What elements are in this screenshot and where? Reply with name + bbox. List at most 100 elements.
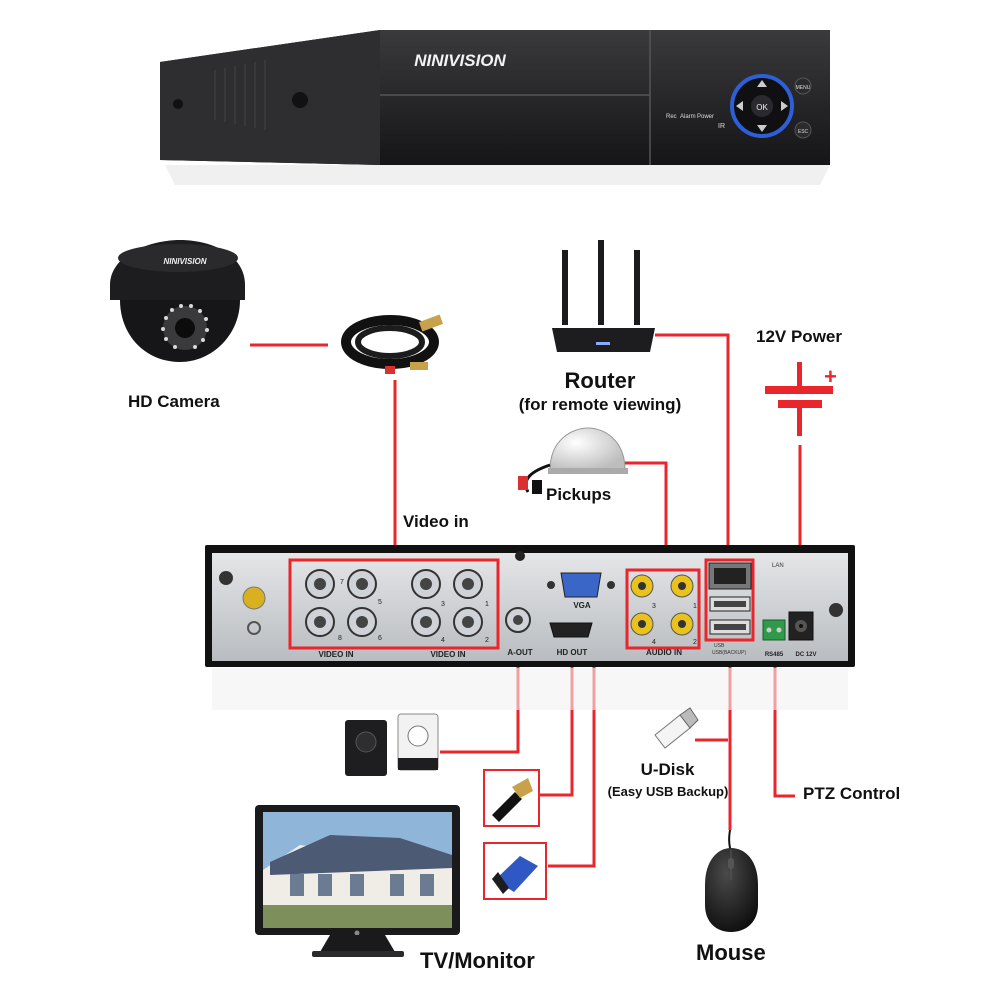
hdmi-cable	[483, 769, 540, 827]
pickups-to-audio-in-line	[612, 461, 668, 568]
power-label: 12V Power	[756, 327, 842, 346]
dc-power-jack[interactable]	[788, 611, 814, 641]
pickups-label: Pickups	[546, 485, 612, 504]
video-in-caption: Video in	[403, 512, 469, 531]
bnc-port[interactable]	[411, 569, 441, 599]
tv-monitor-label: TV/Monitor	[420, 948, 535, 973]
video-in-label: VIDEO IN	[318, 650, 353, 659]
rca-port[interactable]	[670, 574, 694, 598]
vga-port[interactable]	[547, 572, 615, 598]
power-symbol-icon: +	[765, 362, 837, 436]
pickup-microphone	[518, 427, 628, 494]
screw-icon	[219, 571, 233, 585]
ground-symbol-icon	[247, 621, 261, 635]
router-subtitle: (for remote viewing)	[518, 395, 682, 414]
hdmi-port[interactable]	[549, 622, 593, 638]
ground-terminal-icon	[242, 586, 266, 610]
video-in-label: VIDEO IN	[430, 650, 465, 659]
udisk-title: U-Disk	[640, 760, 695, 779]
screw-icon	[829, 603, 843, 617]
bnc-port[interactable]	[453, 569, 483, 599]
channel-number: 1	[485, 601, 489, 608]
usb-port[interactable]	[709, 596, 751, 612]
channel-number: 4	[441, 637, 445, 644]
bnc-port[interactable]	[305, 569, 335, 599]
arrow-right-icon	[781, 101, 788, 111]
router-title: Router	[564, 368, 636, 393]
menu-label: MENU	[796, 85, 811, 91]
arrow-down-icon	[757, 125, 767, 132]
bnc-port[interactable]	[411, 607, 441, 637]
arrow-up-icon	[757, 80, 767, 87]
router-to-lan-line	[655, 333, 730, 565]
channel-number: 4	[652, 639, 656, 646]
rca-port[interactable]	[630, 574, 654, 598]
coax-cable	[341, 314, 444, 374]
ok-button-label: OK	[756, 103, 768, 112]
lan-usb-highlight	[704, 558, 755, 642]
usb-flash-drive	[654, 707, 699, 749]
channel-number: 6	[378, 635, 382, 642]
rca-port[interactable]	[670, 612, 694, 636]
audio-in-label: AUDIO IN	[646, 648, 682, 657]
udisk-subtitle: (Easy USB Backup)	[607, 784, 729, 799]
hd-camera: NINIVISION	[110, 240, 245, 362]
vent-grille	[214, 60, 266, 130]
usb-backup-label: USB(BACKUP)	[712, 650, 747, 656]
a-out-label: A-OUT	[507, 648, 532, 657]
nav-dpad[interactable]: OK	[730, 74, 794, 138]
speakers	[345, 713, 439, 776]
router	[552, 240, 655, 352]
dc12v-label: DC 12V	[795, 652, 816, 658]
channel-number: 2	[485, 637, 489, 644]
dvr-back-panel: 7 5 8 6 VIDEO IN 3 1 4 2 VIDEO IN A-OUT	[205, 545, 855, 710]
vga-cable	[483, 842, 547, 900]
channel-number: 5	[378, 599, 382, 606]
audio-out-to-speaker-line	[440, 625, 520, 754]
usb-label: USB	[714, 643, 725, 649]
channel-number: 1	[693, 603, 697, 610]
rca-port[interactable]	[630, 612, 654, 636]
lan-label: LAN	[772, 563, 784, 569]
video-in-group-b: 3 1 4 2 VIDEO IN	[411, 569, 489, 659]
usb-backup-port[interactable]	[709, 619, 751, 635]
dvr-front-unit: NINIVISION Rec Alarm Power IR OK MENU ES…	[160, 30, 830, 185]
bnc-port[interactable]	[453, 607, 483, 637]
channel-number: 7	[340, 579, 344, 586]
computer-mouse	[705, 829, 758, 932]
indicator-alarm: Alarm	[680, 114, 696, 120]
channel-number: 3	[441, 601, 445, 608]
video-in-highlight	[288, 558, 500, 650]
lan-port[interactable]	[708, 562, 752, 590]
video-in-group-a: 7 5 8 6 VIDEO IN	[305, 569, 382, 659]
bnc-port[interactable]	[347, 569, 377, 599]
rs485-terminal[interactable]	[762, 619, 786, 641]
camera-brand: NINIVISION	[163, 257, 206, 266]
channel-number: 3	[652, 603, 656, 610]
hd-out-label: HD OUT	[557, 648, 588, 657]
bnc-port[interactable]	[305, 607, 335, 637]
bnc-port[interactable]	[347, 607, 377, 637]
channel-number: 8	[338, 635, 342, 642]
hd-camera-label: HD Camera	[128, 392, 220, 411]
ir-label: IR	[718, 123, 725, 130]
menu-button[interactable]	[794, 77, 812, 95]
power-plus-sign: +	[824, 364, 837, 389]
arrow-left-icon	[736, 101, 743, 111]
esc-button[interactable]	[794, 121, 812, 139]
indicator-power: Power	[697, 114, 714, 120]
screw-icon	[173, 99, 183, 109]
audio-in-highlight	[625, 568, 701, 650]
mouse-label: Mouse	[696, 940, 766, 965]
esc-label: ESC	[798, 129, 809, 135]
rs485-to-ptz-line	[773, 645, 795, 798]
audio-out-port[interactable]	[505, 607, 531, 633]
vga-label: VGA	[573, 601, 591, 610]
indicator-rec: Rec	[666, 114, 677, 120]
ptz-control-label: PTZ Control	[803, 784, 901, 803]
dvr-front-brand: NINIVISION	[414, 51, 506, 70]
rs485-label: RS485	[765, 652, 784, 658]
screw-icon	[292, 92, 308, 108]
tv-monitor	[255, 805, 460, 957]
